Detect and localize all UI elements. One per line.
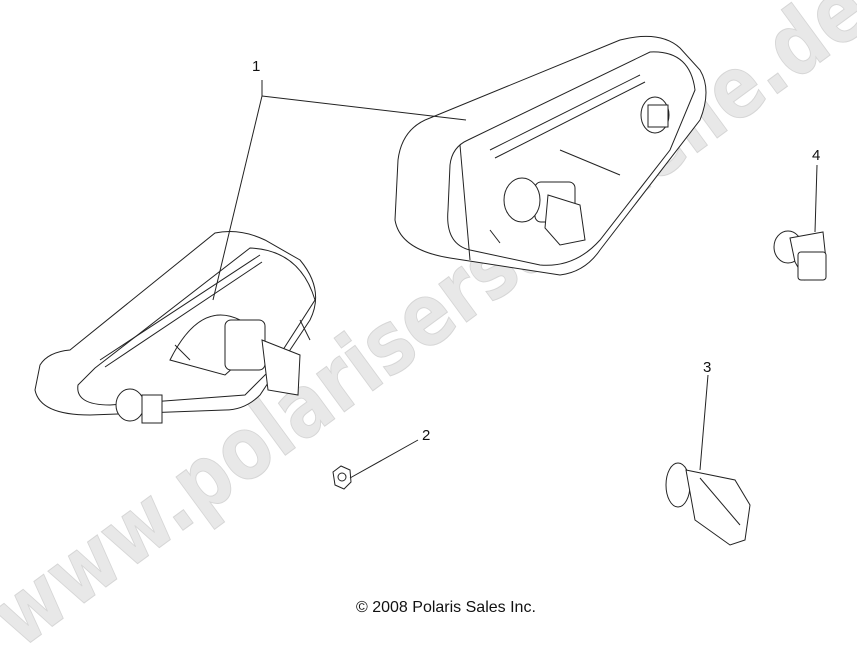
tail-light-left[interactable] xyxy=(34,231,317,424)
leader-line-1a[interactable] xyxy=(261,95,467,121)
leader-lines xyxy=(212,80,818,479)
callout-2[interactable]: 2 xyxy=(422,427,430,444)
callout-3[interactable]: 3 xyxy=(703,359,711,376)
bulb-socket[interactable] xyxy=(665,462,751,546)
leader-line-4[interactable] xyxy=(814,164,818,233)
callout-1[interactable]: 1 xyxy=(252,58,260,75)
leader-line-3[interactable] xyxy=(699,374,709,471)
nut[interactable] xyxy=(332,465,352,490)
leader-line-2[interactable] xyxy=(349,439,419,479)
leader-line-1b[interactable] xyxy=(212,95,263,301)
callout-4[interactable]: 4 xyxy=(812,147,820,164)
tail-light-right[interactable] xyxy=(394,35,707,276)
copyright-text: © 2008 Polaris Sales Inc. xyxy=(356,599,536,616)
bulb[interactable] xyxy=(773,230,827,281)
